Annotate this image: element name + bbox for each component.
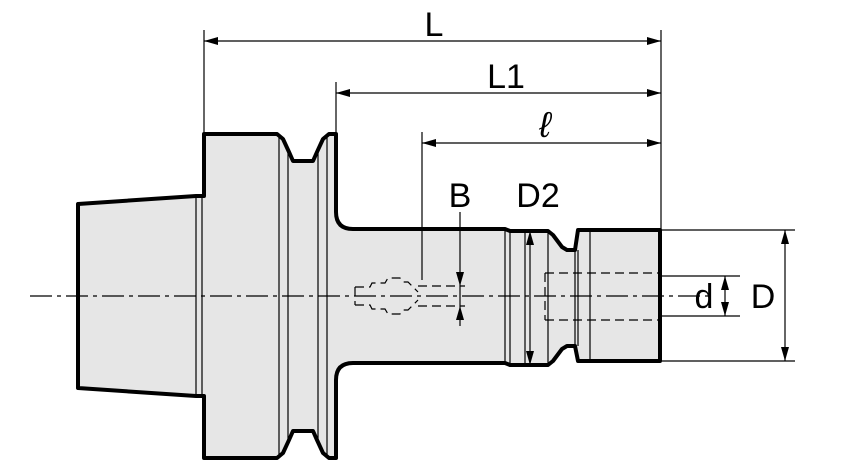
label-L: L [425, 6, 444, 44]
dimension-L1: L1 [336, 58, 661, 97]
label-l: ℓ [538, 104, 553, 145]
dimension-D: D [751, 230, 789, 361]
label-D2: D2 [516, 177, 559, 215]
label-B: B [449, 177, 472, 215]
dimension-L: L [204, 6, 661, 45]
label-D: D [751, 278, 776, 316]
dimension-D2: D2 [516, 177, 560, 365]
dimension-d: d [695, 276, 729, 316]
extension-lines [203, 30, 795, 362]
label-L1: L1 [487, 58, 525, 96]
bore-hidden-lines [544, 272, 660, 321]
dimension-l: ℓ [422, 104, 661, 147]
dimension-B: B [449, 177, 472, 326]
label-d: d [695, 278, 714, 316]
